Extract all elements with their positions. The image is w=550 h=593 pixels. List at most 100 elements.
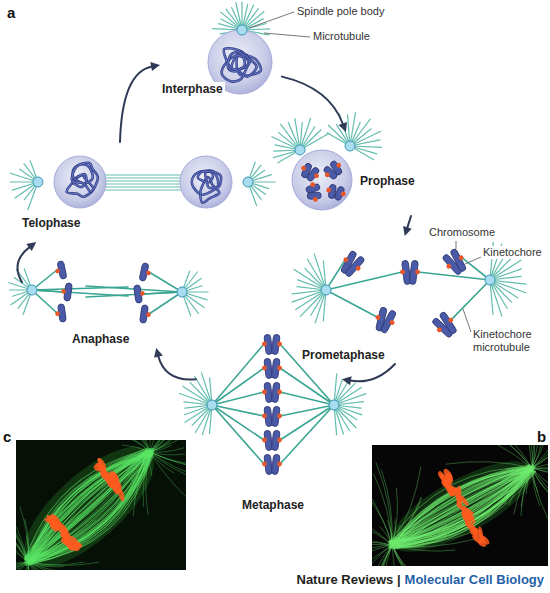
phase-stage: Prometaphase bbox=[298, 236, 492, 364]
interpolar-microtubule bbox=[100, 183, 186, 184]
microtubule-fluorescence bbox=[30, 448, 147, 562]
arrow-line bbox=[407, 216, 411, 228]
micrograph bbox=[372, 445, 548, 566]
astral-fluorescence bbox=[532, 445, 535, 468]
interpolar-microtubule bbox=[100, 189, 186, 190]
label-holder: b bbox=[536, 428, 547, 445]
chromosome-fluorescence bbox=[444, 474, 454, 486]
kinetochore bbox=[355, 265, 362, 272]
microtubule-fluorescence bbox=[25, 448, 149, 559]
part-label: Kinetochore bbox=[482, 246, 543, 259]
astral-fluorescence bbox=[107, 452, 150, 466]
chromatid bbox=[140, 305, 152, 324]
kinetochore bbox=[458, 254, 465, 261]
microtubule-fluorescence bbox=[389, 469, 534, 544]
arrow-line bbox=[282, 77, 343, 125]
chromatin-fibre bbox=[198, 171, 213, 182]
chromosome-fluorescence bbox=[64, 534, 79, 546]
astral-fluorescence bbox=[508, 468, 533, 475]
chromosome bbox=[262, 334, 282, 355]
astral-fluorescence bbox=[100, 452, 150, 491]
chromosome-fluorescence bbox=[476, 537, 488, 548]
microtubule-fluorescence bbox=[25, 453, 151, 559]
interpolar-microtubule bbox=[100, 174, 186, 175]
interpolar-microtubule bbox=[100, 186, 186, 187]
interpolar-microtubule bbox=[100, 177, 186, 178]
chromosome bbox=[262, 430, 282, 451]
phase-label: Anaphase bbox=[70, 332, 131, 346]
kinetochore bbox=[335, 162, 342, 169]
kinetochore bbox=[313, 172, 320, 179]
kinetochore bbox=[262, 366, 267, 371]
part-label: Microtubule bbox=[312, 30, 371, 43]
phase-label: Telophase bbox=[20, 216, 82, 230]
astral-fluorescence bbox=[532, 445, 548, 468]
chromosome-fluorescence bbox=[469, 514, 476, 524]
kinetochore bbox=[447, 317, 454, 324]
astral-fluorescence bbox=[372, 545, 392, 566]
phase-label: Prometaphase bbox=[300, 348, 387, 362]
kinetochore bbox=[262, 342, 267, 347]
astral-fluorescence bbox=[28, 517, 49, 562]
spindle-pole-body bbox=[177, 287, 187, 297]
microtubule-fluorescence bbox=[31, 450, 153, 564]
cycle-arrow bbox=[282, 77, 347, 132]
spindle-pole-body bbox=[485, 275, 495, 285]
astral-fluorescence bbox=[16, 523, 28, 562]
part-label: Chromosome bbox=[428, 226, 496, 239]
astral-fluorescence bbox=[150, 452, 186, 478]
astral-fluorescence bbox=[532, 445, 548, 468]
chromatid bbox=[53, 261, 67, 281]
chromosome bbox=[262, 382, 282, 403]
part-label: Spindle pole body bbox=[296, 5, 385, 18]
nucleus bbox=[54, 156, 106, 208]
astral-fluorescence bbox=[150, 440, 185, 452]
chromosome bbox=[324, 183, 347, 202]
kinetochore bbox=[415, 270, 420, 275]
kinetochore-microtubule bbox=[149, 272, 182, 292]
microtubule-fluorescence bbox=[392, 471, 533, 542]
kinetochore-microtubule bbox=[149, 292, 182, 314]
kinetochore bbox=[300, 165, 307, 172]
astral-fluorescence bbox=[372, 545, 392, 566]
spindle-glow bbox=[379, 445, 545, 566]
panel-letter: b bbox=[536, 428, 547, 445]
astral-fluorescence bbox=[505, 468, 532, 504]
astral-fluorescence bbox=[532, 460, 548, 468]
microtubule-fluorescence bbox=[388, 467, 529, 548]
chromosome bbox=[262, 406, 282, 427]
astral-fluorescence bbox=[16, 562, 28, 570]
chromatin-fibre bbox=[228, 52, 245, 72]
kinetochore bbox=[262, 438, 267, 443]
astral-fluorescence bbox=[28, 514, 80, 562]
astral-fluorescence bbox=[20, 507, 28, 562]
chromatin-fibre bbox=[72, 163, 98, 192]
chromatid bbox=[54, 304, 66, 323]
phase-stage: Metaphase bbox=[196, 326, 342, 516]
astral-fluorescence bbox=[532, 445, 548, 468]
cycle-arrow bbox=[342, 364, 395, 385]
spindle-pole-body bbox=[243, 177, 253, 187]
chromosome-fluorescence bbox=[111, 478, 124, 492]
microtubule-fluorescence bbox=[396, 465, 529, 547]
chromosome bbox=[262, 454, 282, 475]
micrograph bbox=[16, 440, 186, 570]
cell-layer bbox=[27, 25, 495, 475]
cycle-arrow bbox=[403, 216, 412, 236]
astral-fluorescence bbox=[143, 452, 150, 507]
microtubule-fluorescence bbox=[391, 472, 532, 543]
kinetochore bbox=[277, 462, 282, 467]
astral-fluorescence bbox=[454, 445, 532, 468]
microtubule-fluorescence bbox=[29, 449, 152, 564]
kinetochore bbox=[55, 311, 60, 316]
label-holder: c bbox=[2, 428, 12, 445]
kinetochore-microtubule bbox=[418, 272, 490, 280]
nucleus bbox=[180, 156, 232, 208]
kinetochore bbox=[277, 342, 282, 347]
chromatid bbox=[134, 284, 146, 303]
phase-stage: Interphase bbox=[160, 22, 282, 100]
leader-line bbox=[264, 33, 310, 37]
chromosome-fluorescence bbox=[96, 457, 108, 471]
phase-label: Prophase bbox=[358, 174, 417, 188]
chromosome bbox=[305, 181, 323, 203]
